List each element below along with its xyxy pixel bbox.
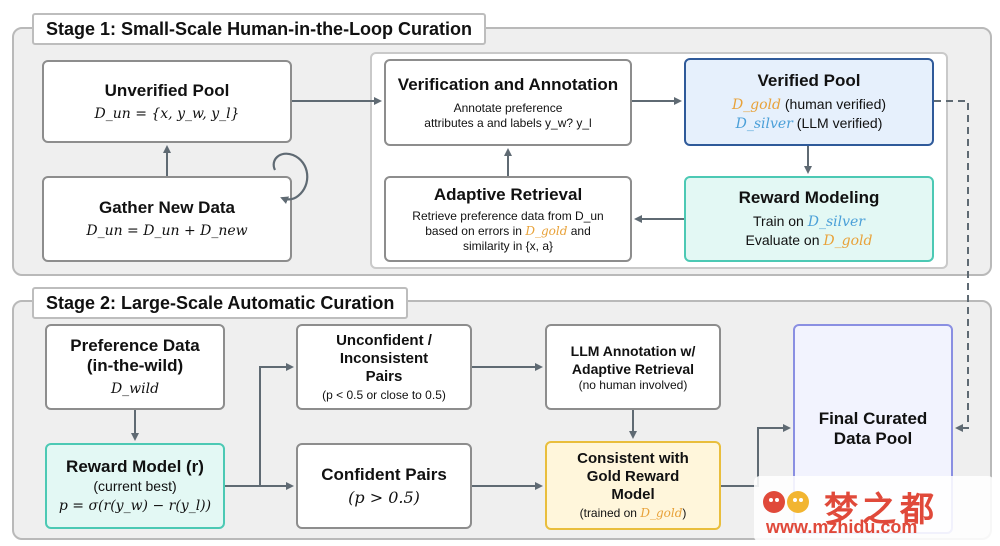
confident-pairs-box: Confident Pairs (p > 0.5) [296, 443, 472, 529]
consistent-gold-box: Consistent with Gold Reward Model (train… [545, 441, 721, 530]
llm-annotation-note: (no human involved) [578, 377, 688, 392]
stage2-title: Stage 2: Large-Scale Automatic Curation [32, 287, 409, 319]
unconfident-line3: Pairs [365, 367, 403, 385]
consistent-note-set: D_gold [640, 506, 683, 520]
verified-pool-title: Verified Pool [757, 71, 861, 90]
final-pool-line2: Data Pool [833, 429, 913, 448]
adaptive-retrieval-title: Adaptive Retrieval [433, 184, 583, 204]
stage1-title: Stage 1: Small-Scale Human-in-the-Loop C… [32, 13, 487, 45]
confident-formula: (p > 0.5) [348, 488, 420, 507]
reward-modeling-train-set: D_silver [807, 214, 865, 230]
gather-new-data-title: Gather New Data [98, 198, 236, 217]
consistent-line1: Consistent with [577, 450, 689, 467]
preference-data-title1: Preference Data [70, 336, 200, 355]
adaptive-retrieval-line2b: and [570, 223, 591, 238]
verification-line2: attributes a and labels y_w? y_l [424, 115, 592, 130]
verification-line1: Annotate preference [453, 100, 563, 115]
adaptive-retrieval-gold: D_gold [525, 223, 568, 238]
preference-data-formula: D_wild [110, 381, 160, 397]
gather-new-data-box: Gather New Data D_un = D_un + D_new [42, 176, 292, 262]
unverified-pool-title: Unverified Pool [104, 80, 230, 100]
unverified-pool-box: Unverified Pool D_un = {x, y_w, y_l} [42, 60, 292, 143]
reward-modeling-title: Reward Modeling [738, 188, 880, 207]
preference-data-title2: (in-the-wild) [86, 356, 184, 375]
watermark-chars: 梦之都 [824, 491, 938, 529]
llm-annotation-box: LLM Annotation w/ Adaptive Retrieval (no… [545, 324, 721, 410]
reward-modeling-train: Train on [753, 213, 804, 229]
reward-model-formula: p = σ(r(y_w) − r(y_l)) [58, 498, 212, 514]
adaptive-retrieval-line2a: based on errors in [425, 223, 522, 238]
reward-model-sub: (current best) [93, 478, 177, 494]
unconfident-pairs-box: Unconfident / Inconsistent Pairs (p < 0.… [296, 324, 472, 410]
reward-model-box: Reward Model (r) (current best) p = σ(r(… [45, 443, 225, 529]
verified-pool-silver-note: (LLM verified) [796, 115, 883, 131]
consistent-note-b: ) [682, 506, 687, 520]
adaptive-retrieval-box: Adaptive Retrieval Retrieve preference d… [384, 176, 632, 262]
confident-title: Confident Pairs [321, 465, 447, 484]
consistent-line2: Gold Reward [586, 468, 680, 485]
gather-new-data-formula: D_un = D_un + D_new [86, 223, 248, 239]
unconfident-note: (p < 0.5 or close to 0.5) [322, 387, 446, 402]
consistent-line3: Model [611, 486, 655, 503]
preference-data-box: Preference Data (in-the-wild) D_wild [45, 324, 225, 410]
reward-modeling-eval: Evaluate on [745, 232, 820, 248]
llm-annotation-line2: Adaptive Retrieval [571, 360, 695, 377]
verification-title: Verification and Annotation [397, 74, 619, 94]
watermark-url: www.mzhidu.com [766, 517, 918, 537]
verified-pool-silver: D_silver [735, 116, 793, 132]
verified-pool-gold-note: (human verified) [784, 96, 887, 112]
adaptive-retrieval-line1: Retrieve preference data from D_un [412, 208, 604, 223]
reward-modeling-eval-set: D_gold [823, 233, 873, 249]
llm-annotation-line1: LLM Annotation w/ [570, 342, 696, 359]
reward-modeling-box: Reward Modeling Train on D_silver Evalua… [684, 176, 934, 262]
watermark: 梦之都 www.mzhidu.com [754, 476, 994, 542]
unconfident-line2: Inconsistent [339, 349, 429, 367]
verified-pool-gold: D_gold [731, 97, 781, 113]
consistent-note-a: (trained on [579, 506, 637, 520]
verification-annotation-box: Verification and Annotation Annotate pre… [384, 59, 632, 146]
unverified-pool-formula: D_un = {x, y_w, y_l} [94, 105, 240, 122]
final-pool-line1: Final Curated [818, 409, 928, 428]
watermark-logo-icon [763, 491, 809, 513]
reward-model-title: Reward Model (r) [66, 457, 204, 476]
adaptive-retrieval-line3: similarity in {x, a} [462, 238, 554, 253]
verified-pool-box: Verified Pool D_gold (human verified) D_… [684, 58, 934, 146]
unconfident-line1: Unconfident / [336, 331, 432, 349]
